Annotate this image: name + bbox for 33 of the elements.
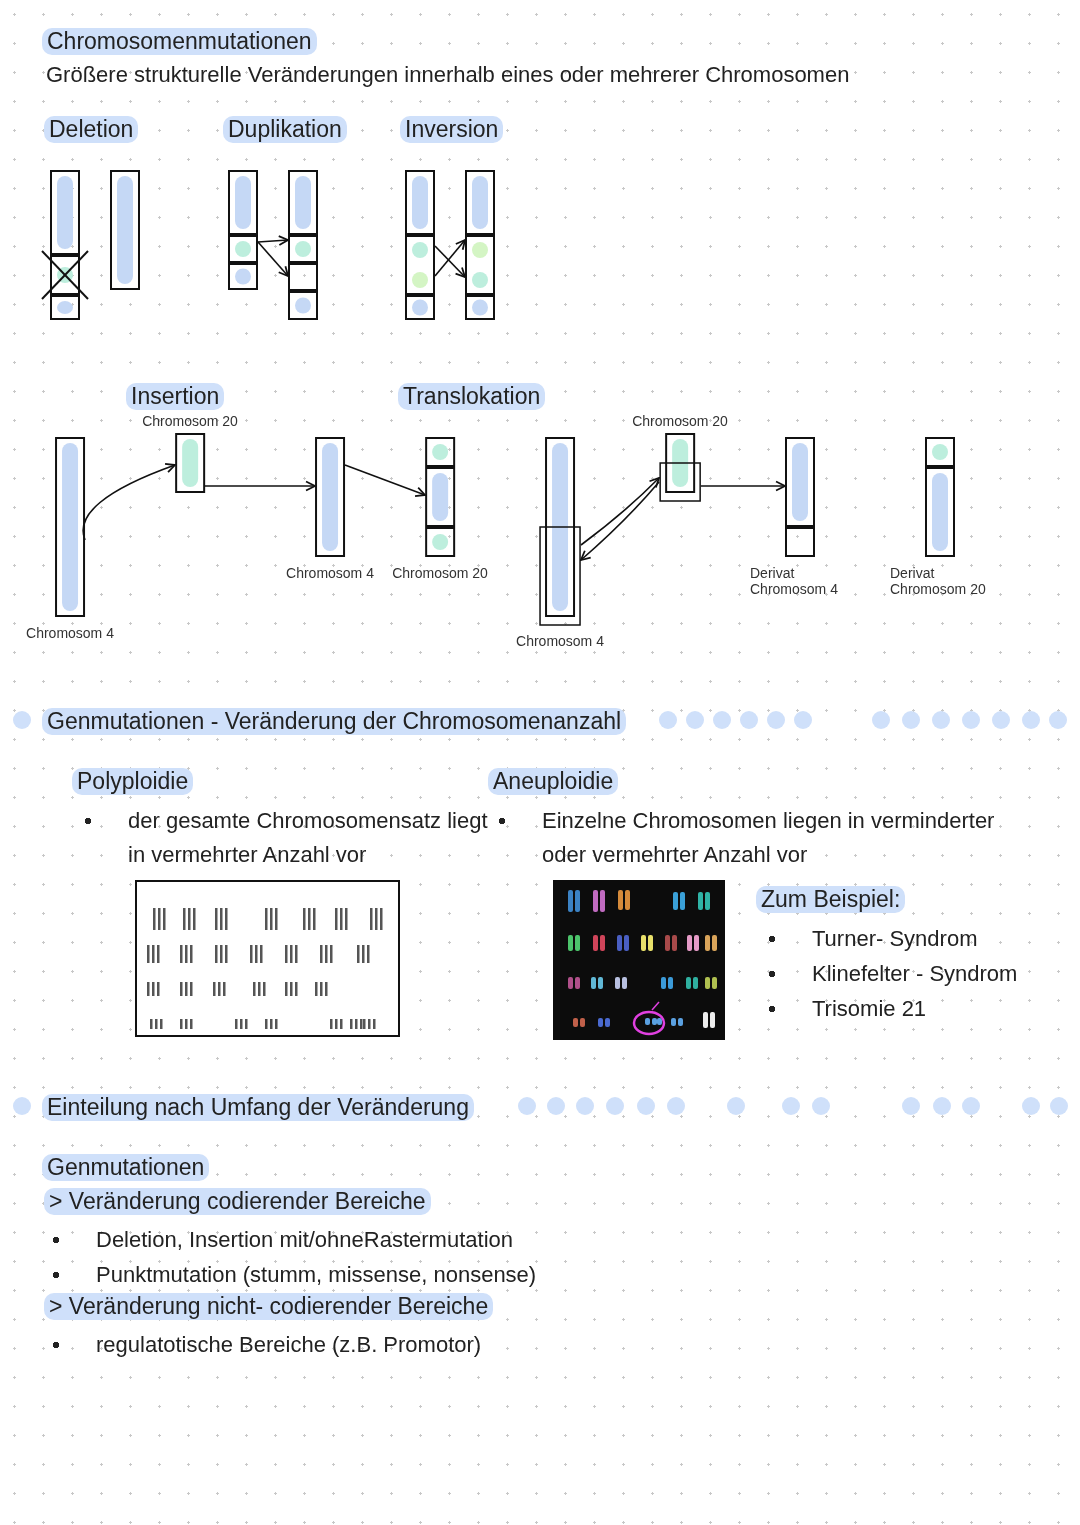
arrow (257, 235, 289, 246)
heading: Polyploidie (72, 768, 194, 795)
arrow (580, 481, 660, 561)
title: Chromosomenmutationen (42, 28, 317, 55)
heading: > Veränderung codierender Bereiche (44, 1188, 431, 1215)
heading: Genmutationen (42, 1154, 210, 1181)
arrow (204, 480, 316, 492)
subtitle: Größere strukturelle Veränderungen innerhalb eines oder mehrerer Chromosomen (46, 61, 851, 89)
chromosome-label: Chromosom 4 (286, 565, 374, 581)
chromosome-label: Chromosom 20 (632, 413, 728, 429)
arrow (580, 477, 660, 546)
heading: Duplikation (223, 116, 347, 143)
heading: Genmutationen - Veränderung der Chromosomenanzahl (42, 708, 627, 735)
chromosome-label: Chromosom 4 (26, 625, 114, 641)
chromosome-label: Chromosom 20 (392, 565, 488, 581)
arrow (257, 241, 289, 277)
heading: Deletion (44, 116, 139, 143)
arrow (82, 463, 176, 541)
arrow (700, 480, 786, 492)
chromosome-label: Chromosom 4 (516, 633, 604, 649)
heading: Inversion (400, 116, 504, 143)
heading: Aneuploidie (488, 768, 619, 795)
heading: Translokation (398, 383, 546, 410)
arrow (344, 464, 426, 497)
chromosome-label: Derivat Chromosom 20 (890, 565, 987, 597)
arrow (434, 239, 466, 277)
arrow (434, 245, 466, 278)
chromosome-label: Chromosom 20 (142, 413, 238, 429)
heading: Zum Beispiel: (756, 886, 906, 913)
heading: Insertion (126, 383, 225, 410)
heading: > Veränderung nicht- codierender Bereiche (44, 1293, 494, 1320)
chromosome-label: Derivat Chromosom 4 (750, 565, 839, 597)
heading: Einteilung nach Umfang der Veränderung (42, 1094, 474, 1121)
